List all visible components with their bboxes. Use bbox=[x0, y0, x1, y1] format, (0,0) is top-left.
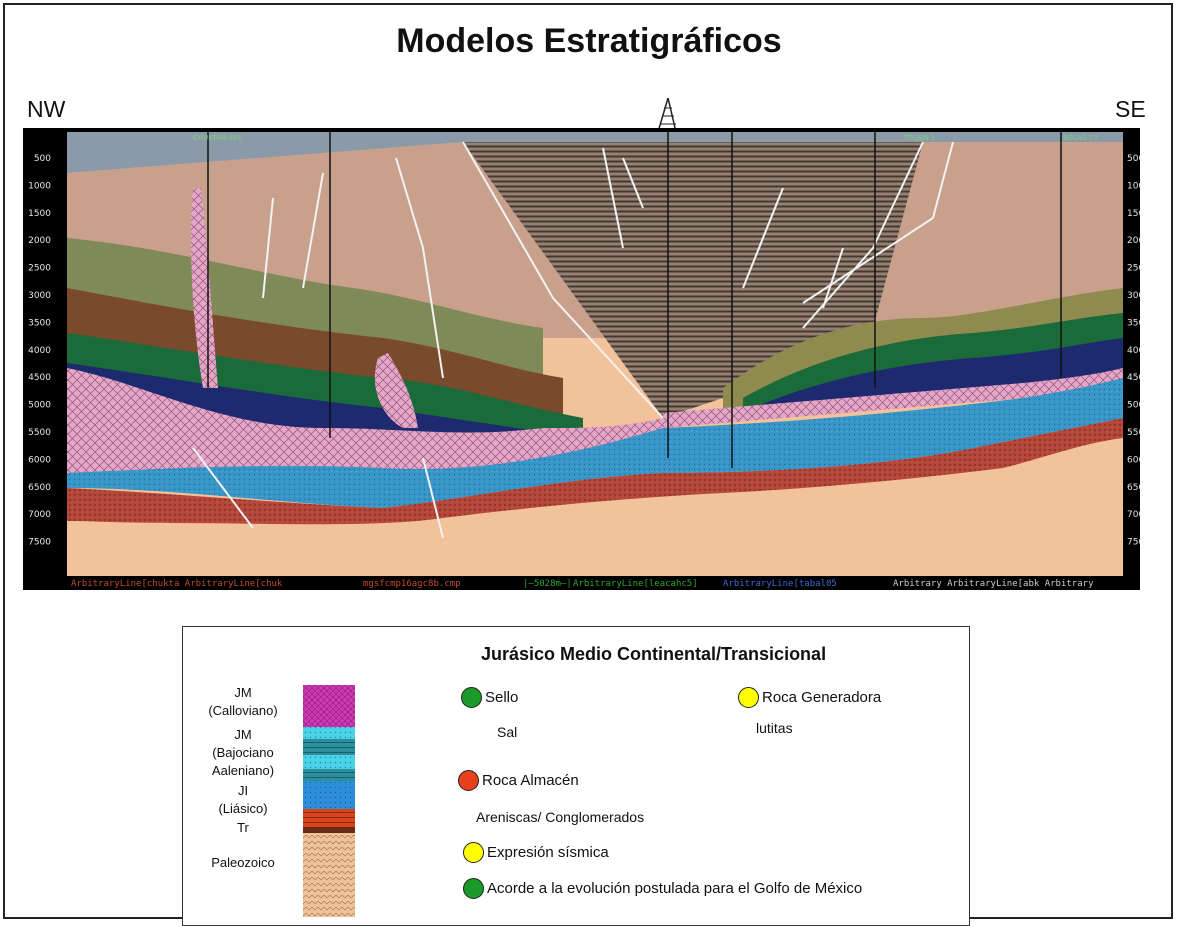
direction-left-label: NW bbox=[27, 96, 66, 122]
legend-title: Jurásico Medio Continental/Transicional bbox=[481, 644, 827, 664]
label-calloviano: (Calloviano) bbox=[208, 703, 278, 718]
bottom-line-label: Arbitrary ArbitraryLine[abk Arbitrary bbox=[893, 579, 1094, 589]
depth-tick-left: 1000 bbox=[28, 181, 51, 191]
legend-item-sello: Sello bbox=[461, 687, 518, 708]
direction-right-label: SE bbox=[1115, 96, 1146, 122]
label-liasico: (Liásico) bbox=[218, 801, 268, 816]
depth-tick-left: 4500 bbox=[28, 373, 51, 383]
bottom-line-label: ArbitraryLine[chukta ArbitraryLine[chuk bbox=[71, 579, 283, 589]
legend-item-roca-almacen: Roca Almacén bbox=[458, 770, 579, 791]
legend-item-expresion-sismica: Expresión sísmica bbox=[463, 842, 609, 863]
depth-tick-left: 1500 bbox=[28, 209, 51, 219]
bottom-line-label: ArbitraryLine[tabal05 bbox=[723, 579, 837, 589]
depth-tick-left: 5500 bbox=[28, 428, 51, 438]
depth-tick-right: 1000 bbox=[1127, 181, 1140, 191]
depth-tick-right: 7500 bbox=[1127, 538, 1140, 548]
depth-tick-left: 7500 bbox=[28, 538, 51, 548]
depth-tick-left: 4000 bbox=[28, 346, 51, 356]
legend-box: Jurásico Medio Continental/Transicional … bbox=[182, 626, 970, 926]
depth-tick-left: 2500 bbox=[28, 264, 51, 274]
red-circle-icon bbox=[458, 770, 479, 791]
depth-tick-left: 3000 bbox=[28, 291, 51, 301]
label-bajociano: (Bajociano bbox=[212, 745, 274, 760]
well-label: TOLJEN-1 bbox=[902, 134, 935, 142]
depth-tick-right: 2500 bbox=[1127, 264, 1140, 274]
depth-tick-left: 7000 bbox=[28, 510, 51, 520]
label-jm-2: JM bbox=[234, 727, 252, 742]
yellow-circle-icon bbox=[463, 842, 484, 863]
well-label: BOLAS-77 bbox=[1063, 134, 1098, 142]
depth-tick-right: 500 bbox=[1127, 154, 1140, 164]
well-label: CHUKTAH-301 bbox=[193, 134, 242, 142]
label-aaleniano: Aaleniano) bbox=[211, 763, 275, 778]
depth-tick-left: 2000 bbox=[28, 236, 51, 246]
label-paleozoico: Paleozoico bbox=[211, 855, 275, 870]
seismic-section: 500 500 1000 1000 1500 1500 2000 2000 2500 2500 30… bbox=[23, 128, 1140, 590]
depth-tick-right: 4000 bbox=[1127, 346, 1140, 356]
stratigraphic-column bbox=[303, 685, 355, 917]
legend-sub-areniscas: Areniscas/ Conglomerados bbox=[476, 809, 645, 825]
green-circle-icon bbox=[463, 878, 484, 899]
depth-tick-left: 500 bbox=[34, 154, 51, 164]
label-ji: JI bbox=[237, 783, 249, 798]
legend-sub-lutitas: lutitas bbox=[756, 720, 793, 736]
depth-tick-right: 3000 bbox=[1127, 291, 1140, 301]
label-jm-1: JM bbox=[234, 685, 252, 700]
depth-tick-left: 6000 bbox=[28, 455, 51, 465]
depth-tick-left: 3500 bbox=[28, 318, 51, 328]
depth-tick-right: 4500 bbox=[1127, 373, 1140, 383]
page-title: Modelos Estratigráficos bbox=[396, 22, 782, 60]
legend-item-roca-generadora: Roca Generadora bbox=[738, 687, 881, 708]
bottom-line-label: |—5028m—| bbox=[523, 579, 572, 589]
yellow-circle-icon bbox=[738, 687, 759, 708]
depth-tick-right: 6500 bbox=[1127, 483, 1140, 493]
green-circle-icon bbox=[461, 687, 482, 708]
depth-tick-right: 7000 bbox=[1127, 510, 1140, 520]
depth-tick-right: 1500 bbox=[1127, 209, 1140, 219]
bottom-line-label: mgsfcmp16agc8b.cmp bbox=[363, 579, 461, 589]
depth-tick-right: 3500 bbox=[1127, 318, 1140, 328]
depth-tick-right: 5500 bbox=[1127, 428, 1140, 438]
depth-tick-right: 6000 bbox=[1127, 455, 1140, 465]
bottom-line-label: ArbitraryLine[leacahc5] bbox=[573, 579, 698, 589]
depth-tick-left: 5000 bbox=[28, 401, 51, 411]
legend-item-acorde: Acorde a la evolución postulada para el … bbox=[463, 878, 862, 899]
label-tr: Tr bbox=[237, 820, 249, 835]
depth-tick-right: 2000 bbox=[1127, 236, 1140, 246]
legend-sub-sal: Sal bbox=[497, 724, 518, 740]
depth-tick-right: 5000 bbox=[1127, 401, 1140, 411]
depth-tick-left: 6500 bbox=[28, 483, 51, 493]
